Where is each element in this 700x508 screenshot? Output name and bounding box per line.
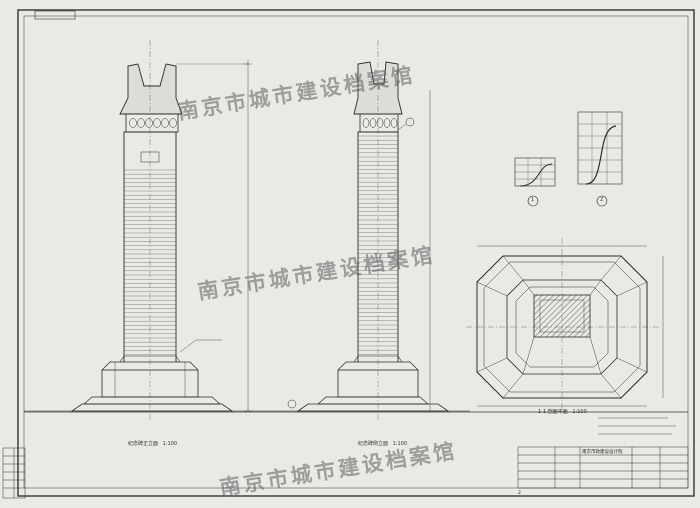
front-caption-text: 纪念碑正立面 [128, 441, 159, 447]
front-elevation-caption: 纪念碑正立面 1:100 [128, 440, 177, 447]
side-elevation [296, 40, 450, 420]
revision-table [2, 447, 26, 499]
title-block-organization: 南京市政建设设计院 [582, 450, 623, 455]
plan-scale-text: 1:100 [572, 409, 587, 415]
detail-1-label: 1 [531, 197, 535, 203]
notes-block [598, 417, 676, 435]
detail-1-drawing [514, 157, 556, 207]
side-elevation-caption: 纪念碑侧立面 1:100 [358, 440, 407, 447]
side-shaft-courses [358, 135, 398, 355]
title-block [517, 446, 689, 489]
detail-2-label: 2 [600, 197, 604, 203]
front-shaft-courses [124, 169, 176, 355]
plan-caption-text: 1-1 剖面平面 [538, 409, 568, 415]
plan-caption: 1-1 剖面平面 1:100 [538, 408, 587, 415]
detail-2-drawing [577, 111, 623, 207]
ground-line [24, 399, 470, 412]
stamp-box [34, 10, 76, 20]
side-scale-text: 1:100 [392, 441, 408, 447]
sheet-border [17, 9, 695, 497]
side-caption-text: 纪念碑侧立面 [358, 441, 389, 447]
drawing-number: 2 [518, 491, 521, 496]
plan-view [466, 238, 664, 410]
front-elevation [70, 40, 252, 420]
front-scale-text: 1:100 [162, 441, 178, 447]
